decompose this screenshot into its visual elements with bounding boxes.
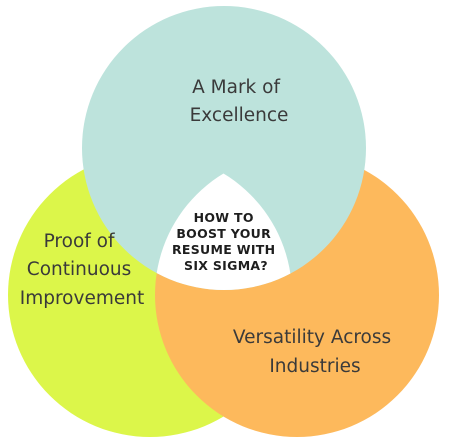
center-question: HOW TO BOOST YOUR RESUME WITH SIX SIGMA? — [172, 210, 280, 273]
improvement-label-line: Proof of — [44, 231, 115, 252]
excellence-label: A Mark of Excellence — [190, 77, 289, 126]
improvement-label: Proof of Continuous Improvement — [20, 231, 144, 309]
center-question-line: HOW TO — [194, 210, 254, 225]
circle-excellence — [82, 6, 366, 290]
excellence-label-line: Excellence — [190, 105, 289, 126]
versatility-label-line: Versatility Across — [233, 327, 391, 348]
versatility-label: Versatility Across Industries — [233, 327, 397, 377]
center-question-line: BOOST YOUR — [176, 226, 271, 241]
improvement-label-line: Improvement — [20, 288, 144, 309]
improvement-label-line: Continuous — [27, 259, 132, 280]
center-question-line: RESUME WITH — [172, 242, 275, 257]
excellence-label-line: A Mark of — [192, 77, 280, 98]
versatility-label-line: Industries — [269, 356, 360, 377]
center-question-line: SIX SIGMA? — [184, 258, 268, 273]
